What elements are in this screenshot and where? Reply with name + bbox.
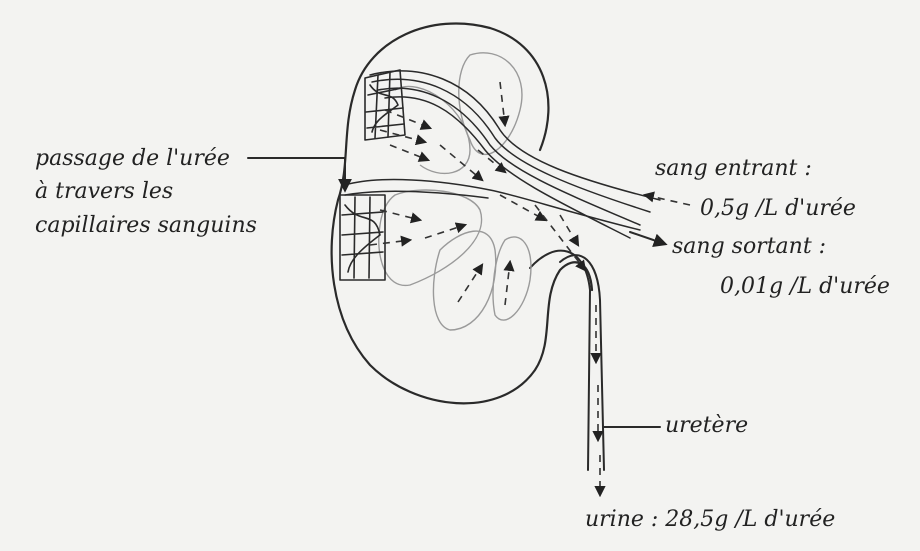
label-sang-sortant: sang sortant : bbox=[672, 234, 826, 259]
label-sang-entrant-value: 0,5g /L d'urée bbox=[700, 196, 856, 221]
label-passage-1: passage de l'urée bbox=[35, 146, 230, 171]
calyx-middle bbox=[379, 190, 482, 285]
flow-arrows bbox=[370, 82, 600, 495]
passage-pointer bbox=[248, 158, 345, 190]
sang-entrant-arrow bbox=[645, 195, 690, 205]
label-uretere: uretère bbox=[665, 413, 748, 438]
calyx-lower-right bbox=[493, 237, 531, 320]
sang-sortant-arrow bbox=[630, 232, 665, 244]
label-urine: urine : 28,5g /L d'urée bbox=[585, 507, 835, 532]
label-passage-2: à travers les bbox=[35, 179, 173, 204]
label-sang-sortant-value: 0,01g /L d'urée bbox=[720, 274, 890, 299]
label-sang-entrant: sang entrant : bbox=[655, 156, 812, 181]
calyx-lower bbox=[433, 231, 495, 330]
label-passage-3: capillaires sanguins bbox=[35, 213, 257, 238]
blood-vessels bbox=[345, 71, 660, 238]
